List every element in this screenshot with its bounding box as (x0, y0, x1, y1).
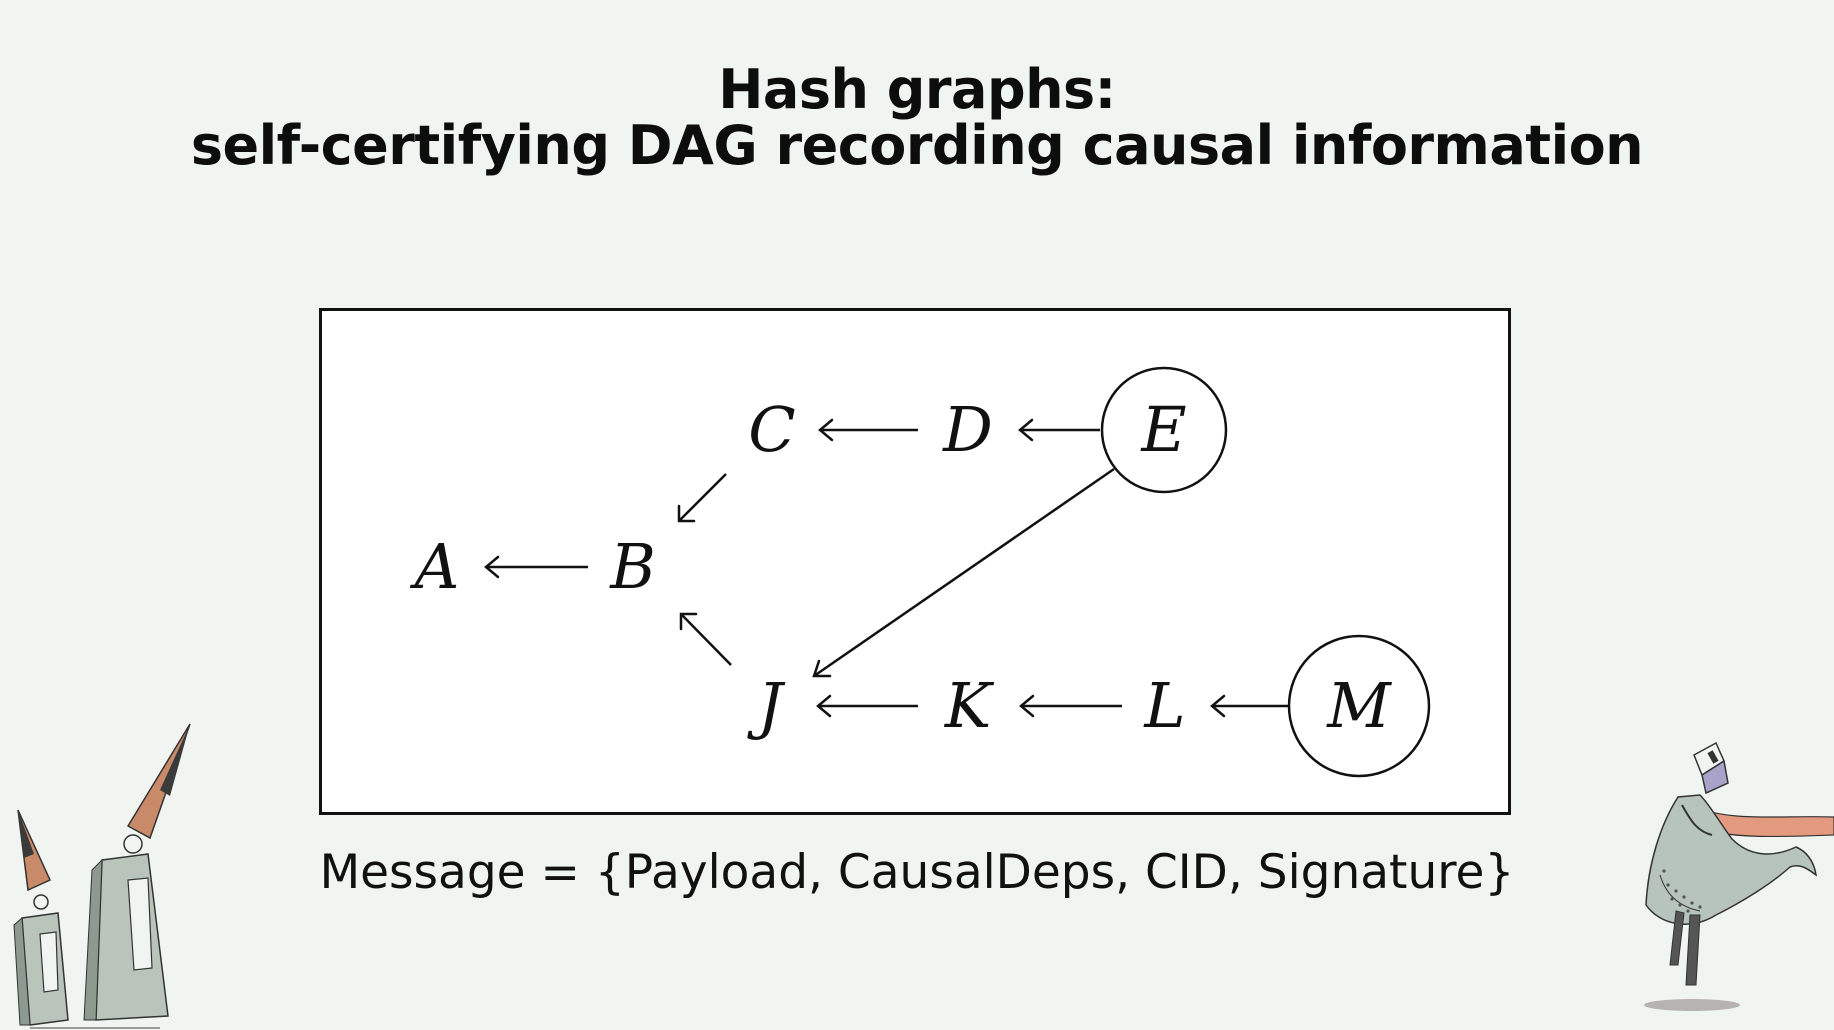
title-line-1: Hash graphs: (718, 58, 1116, 121)
pencil-figures-illustration (13, 723, 191, 1029)
node-j-label: J (747, 669, 786, 742)
title-line-2: self-certifying DAG recording causal inf… (190, 114, 1644, 177)
edge-m-l (1210, 694, 1290, 718)
node-m-label: M (1326, 669, 1392, 742)
node-m-circle (1287, 634, 1431, 778)
hash-graph-svg: A B C D E J K L M (410, 366, 1431, 778)
hash-graph-diagram: A B C D E J K L M (319, 308, 1511, 815)
node-b-label: B (609, 530, 656, 603)
node-d-label: D (942, 393, 993, 466)
node-k-label: K (944, 669, 995, 742)
message-caption: Message = {Payload, CausalDeps, CID, Sig… (319, 845, 1515, 900)
walking-figure-illustration (1644, 741, 1834, 1011)
node-a-label: A (410, 530, 460, 603)
edge-k-j (816, 694, 918, 718)
edge-e-j (812, 467, 1115, 678)
edge-l-k (1019, 694, 1122, 718)
node-e-circle (1100, 366, 1228, 494)
edge-j-b (679, 612, 732, 666)
node-l-label: L (1143, 669, 1185, 742)
edge-b-a (484, 555, 588, 579)
edge-d-c (818, 418, 918, 442)
slide-title: Hash graphs: self-certifying DAG recordi… (0, 58, 1834, 178)
edge-e-d (1018, 418, 1100, 442)
node-c-label: C (748, 393, 795, 466)
node-e-label: E (1140, 393, 1186, 466)
edge-c-b (677, 473, 727, 523)
